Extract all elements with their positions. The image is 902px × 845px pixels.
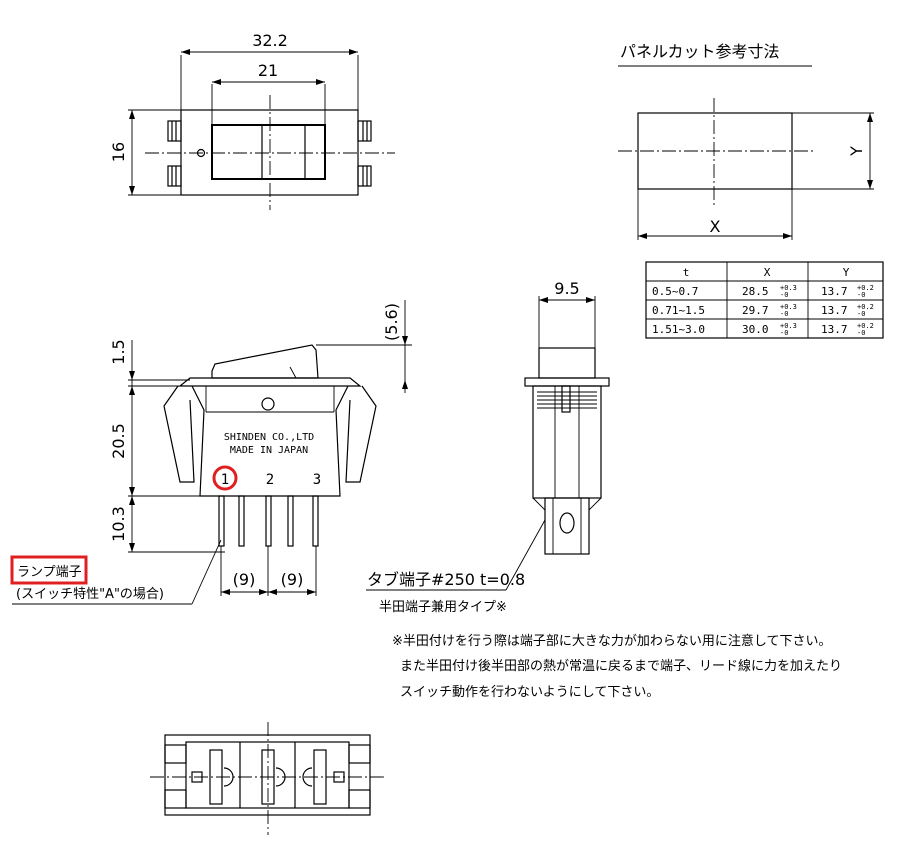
table-cell-x-tol-minus: -0 — [780, 329, 788, 337]
lamp-terminal-highlight-circle — [212, 465, 238, 491]
top-view: 32.2 21 16 — [109, 31, 395, 210]
table-header-t: t — [683, 266, 690, 279]
panel-cut-y-label: Y — [847, 146, 866, 157]
dim-rocker-offset: (5.6) — [382, 303, 401, 341]
table-header-y: Y — [843, 266, 850, 279]
table-cell-y-tol-minus: -0 — [857, 291, 865, 299]
lamp-terminal-note: (スイッチ特性"A"の場合) — [16, 587, 164, 602]
tab-terminal-label: タブ端子#250 t=0.8 — [367, 570, 525, 589]
maker-name: SHINDEN CO.,LTD — [224, 432, 314, 443]
panel-cut-x-label: X — [710, 217, 721, 236]
note-line-2: また半田付け後半田部の熱が常温に戻るまで端子、リード線に力を加えたり — [400, 658, 842, 674]
dim-window-width: 21 — [258, 61, 278, 80]
dim-terminal-length: 10.3 — [109, 506, 128, 542]
dim-height: 16 — [109, 142, 128, 162]
table-cell-t: 0.5~0.7 — [652, 285, 698, 298]
table-cell-y-tol-plus: +0.2 — [857, 284, 874, 292]
table-cell-x-tol-plus: +0.3 — [780, 284, 797, 292]
table-cell-y-tol-plus: +0.2 — [857, 303, 874, 311]
table-cell-x: 28.5 — [742, 285, 769, 298]
table-cell-y: 13.7 — [821, 323, 848, 336]
table-cell-y-tol-minus: -0 — [857, 329, 865, 337]
terminal-1-label: 1 — [221, 472, 229, 488]
table-cell-y: 13.7 — [821, 304, 848, 317]
table-cell-x-tol-minus: -0 — [780, 291, 788, 299]
table-cell-t: 0.71~1.5 — [652, 304, 705, 317]
front-view: (5.6) 1.5 20.5 10.3 SHINDEN CO.,LTD MADE… — [12, 300, 412, 605]
tab-terminal-note: 半田端子兼用タイプ※ — [379, 600, 507, 615]
side-view: 9.5 — [366, 279, 610, 591]
maker-origin: MADE IN JAPAN — [230, 445, 308, 456]
dim-pitch-1: (9) — [233, 570, 256, 589]
note-line-3: スイッチ動作を行わないようにして下さい。 — [400, 685, 659, 700]
dim-overall-width: 32.2 — [252, 31, 288, 50]
table-cell-x-tol-minus: -0 — [780, 310, 788, 318]
table-cell-x: 29.7 — [742, 304, 769, 317]
table-cell-x-tol-plus: +0.3 — [780, 322, 797, 330]
table-cell-x: 30.0 — [742, 323, 769, 336]
table-cell-y-tol-plus: +0.2 — [857, 322, 874, 330]
terminal-2-label: 2 — [266, 472, 274, 488]
panel-cut-view: パネルカット参考寸法 X Y t X Y 0. — [618, 42, 884, 339]
lamp-terminal-highlight-box — [10, 555, 88, 585]
table-cell-x-tol-plus: +0.3 — [780, 303, 797, 311]
note-line-1: ※半田付けを行う際は端子部に大きな力が加わらない用に注意して下さい。 — [392, 633, 832, 649]
bottom-view — [150, 722, 385, 835]
terminal-3-label: 3 — [313, 472, 321, 488]
dim-side-width: 9.5 — [554, 279, 579, 298]
lamp-terminal-label: ランプ端子 — [17, 565, 82, 580]
table-cell-t: 1.51~3.0 — [652, 323, 705, 336]
panel-cut-table: t X Y 0.5~0.7 28.5 +0.3 -0 13.7 +0.2 -0 … — [645, 261, 884, 339]
dim-pitch-2: (9) — [281, 570, 304, 589]
table-cell-y-tol-minus: -0 — [857, 310, 865, 318]
table-cell-y: 13.7 — [821, 285, 848, 298]
dim-flange-thickness: 1.5 — [109, 339, 128, 364]
dim-body-height: 20.5 — [109, 423, 128, 459]
table-header-x: X — [764, 266, 771, 279]
panel-cut-title: パネルカット参考寸法 — [620, 42, 780, 61]
